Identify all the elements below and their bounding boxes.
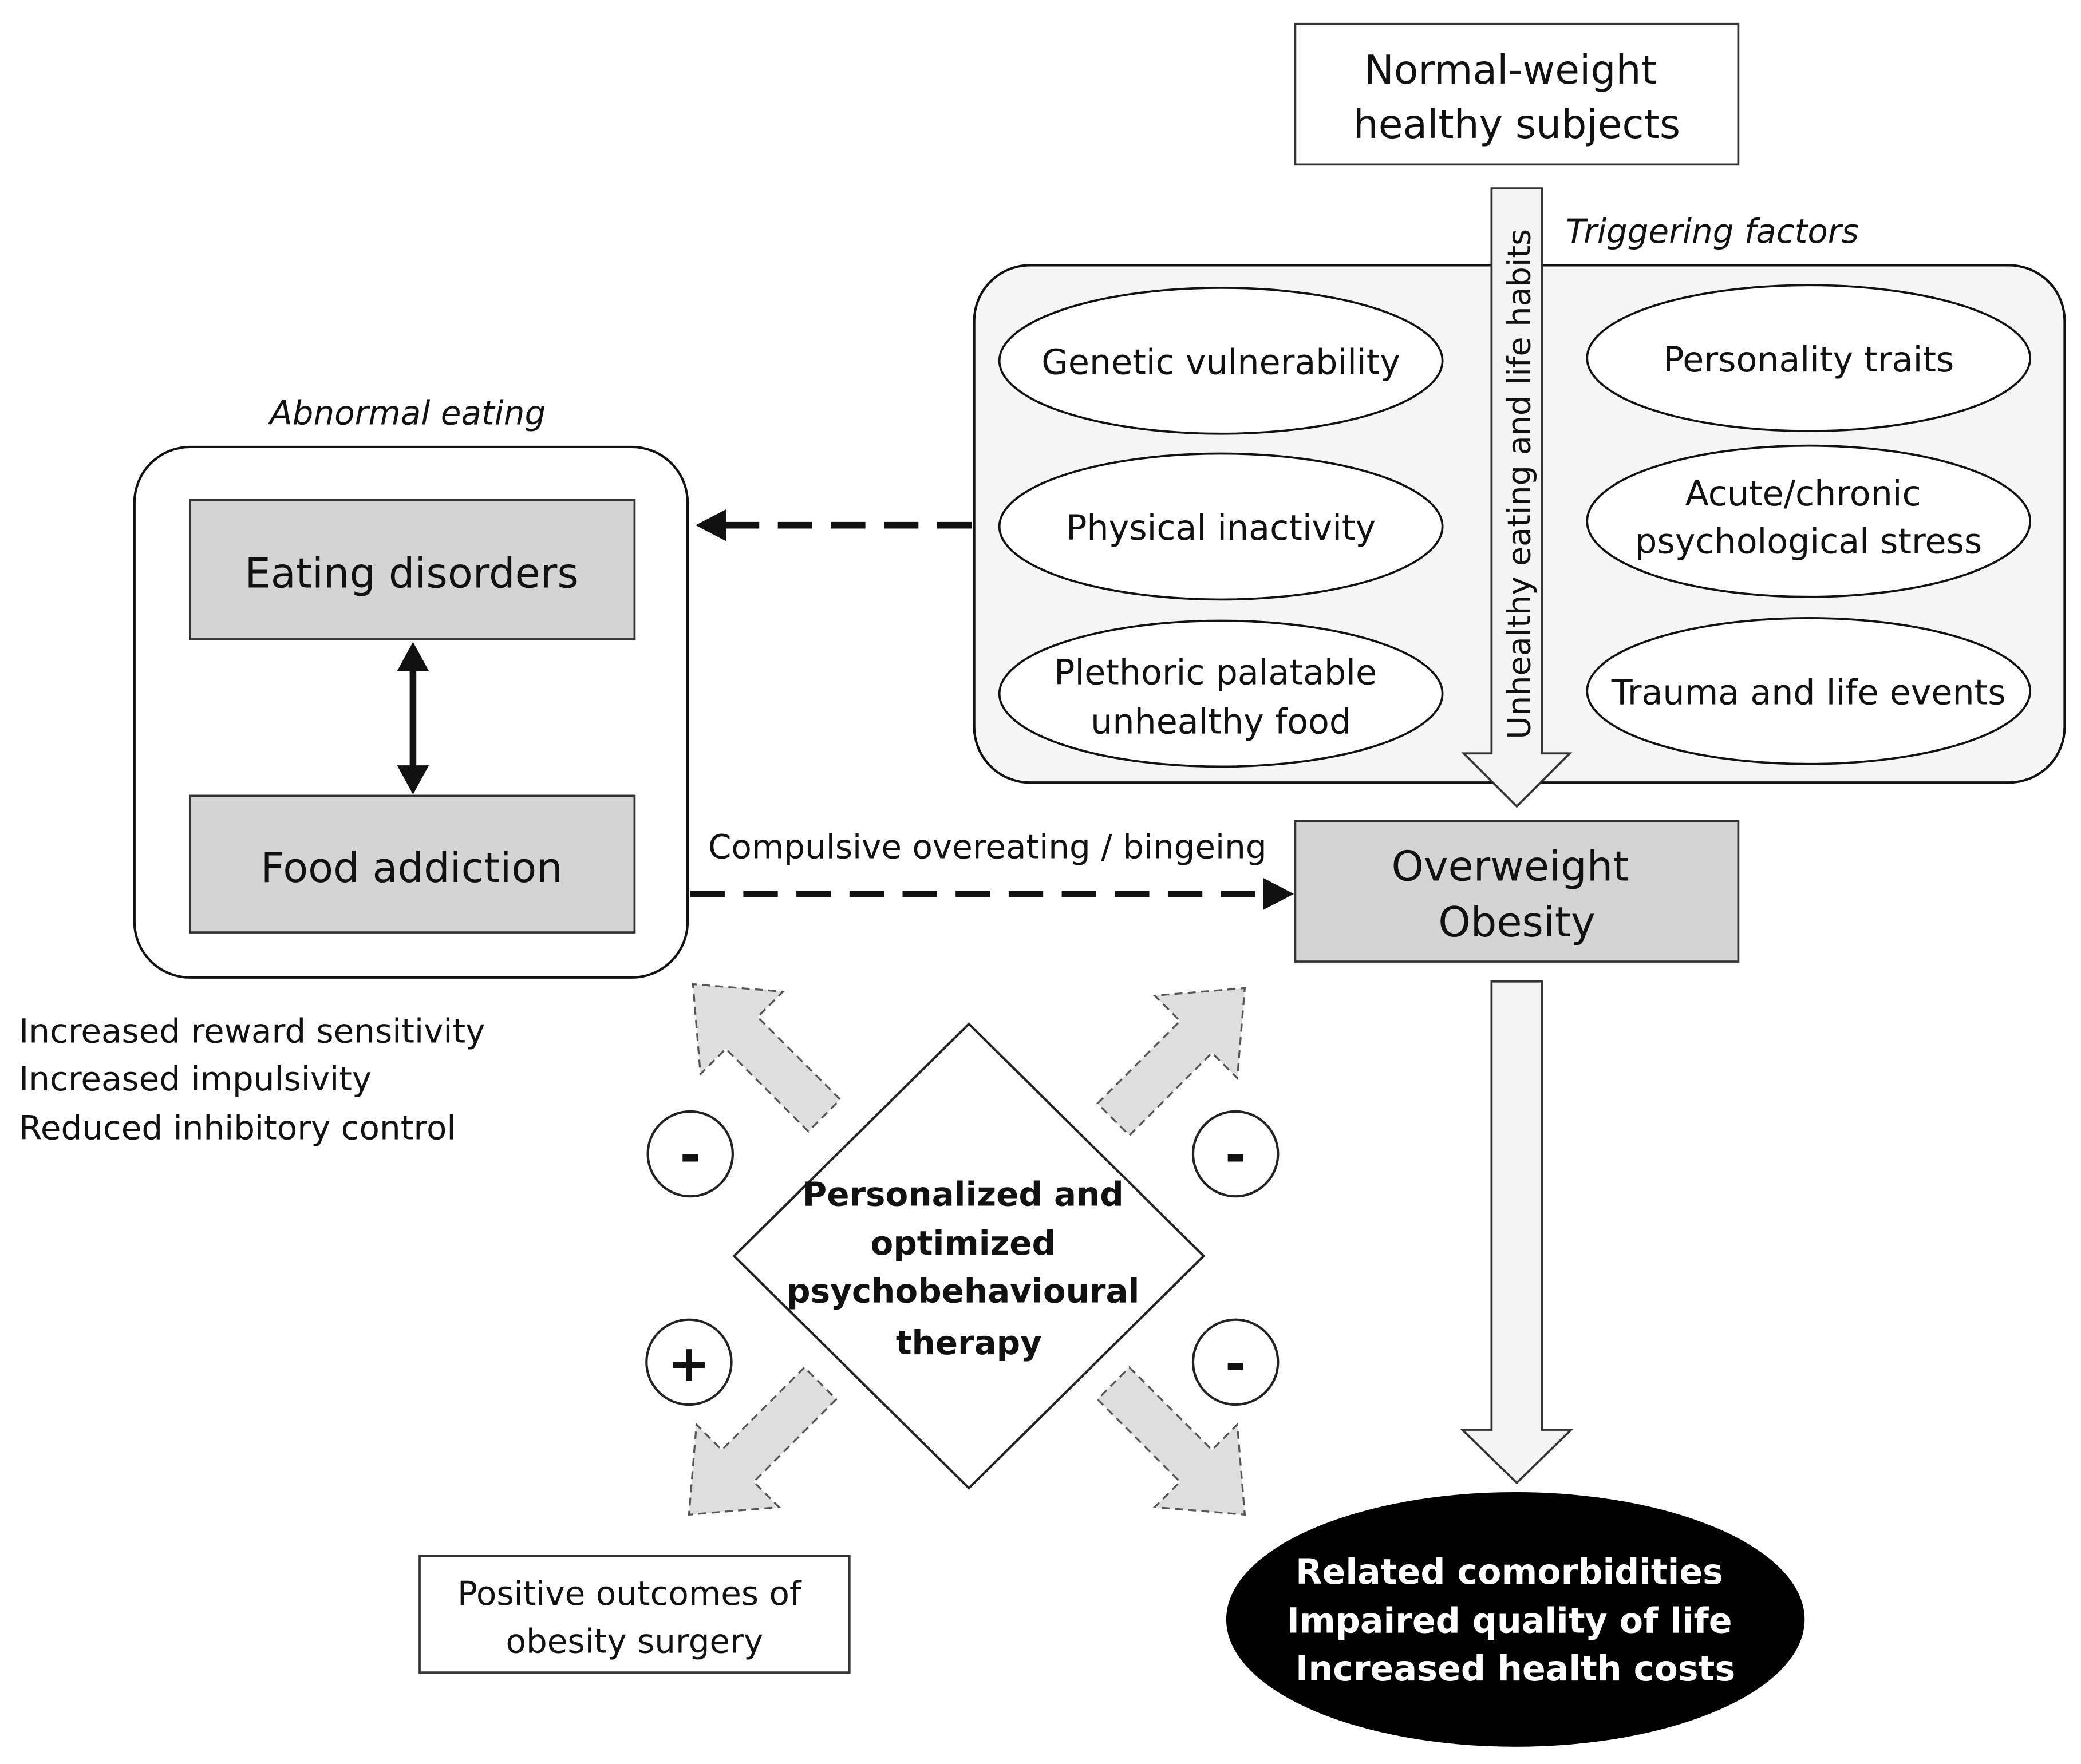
- svg-text:Related comorbidities Impa: Related comorbidities Impaired quality o…: [1287, 1552, 1744, 1689]
- bidirectional-arrow-head-down: [397, 765, 429, 795]
- personality-traits-label: Personality traits: [1663, 340, 1954, 380]
- therapy-diamond: [732, 1022, 1206, 1490]
- food-addiction-label: Food addiction: [260, 844, 562, 892]
- svg-text:Positive outcomes of obesi: Positive outcomes of obesity surgery: [457, 1574, 812, 1660]
- eating-disorders-box: [189, 499, 636, 640]
- sign-lower-left: +: [668, 1334, 710, 1393]
- personality-traits-node: [1586, 284, 2032, 432]
- therapy-arrow-lower-right: [1096, 1366, 1246, 1516]
- positive-outcomes-line-2: obesity surgery: [506, 1621, 764, 1660]
- plethoric-food-line-2: unhealthy food: [1091, 702, 1351, 742]
- svg-text:Normal-weight healthy subj: Normal-weight healthy subjects: [1353, 47, 1680, 148]
- physical-inactivity-label: Physical inactivity: [1066, 508, 1376, 548]
- therapy-arrow-lower-left: [688, 1366, 838, 1516]
- triggers-to-abnormal-eating-head: [696, 509, 726, 541]
- sign-circle-lower-right: [1191, 1318, 1280, 1406]
- therapy-line-4: therapy: [896, 1323, 1042, 1362]
- overweight-obesity-box: [1294, 820, 1740, 963]
- eating-disorders-label: Eating disorders: [244, 549, 578, 598]
- unhealthy-habits-arrow: [1461, 187, 1573, 808]
- abnormal-eating-title: Abnormal eating: [267, 394, 546, 433]
- genetic-vulnerability-label: Genetic vulnerability: [1041, 342, 1400, 382]
- trait-inhibitory-control: Reduced inhibitory control: [19, 1109, 456, 1148]
- genetic-vulnerability-node: [998, 286, 1444, 435]
- therapy-line-2: optimized: [871, 1224, 1056, 1263]
- food-addiction-box: [189, 794, 636, 934]
- sign-circle-upper-right: [1191, 1110, 1280, 1198]
- obesity-to-comorbidities-arrow: [1459, 980, 1574, 1485]
- trauma-life-events-label: Trauma and life events: [1611, 673, 2006, 713]
- unhealthy-habits-label: Unhealthy eating and life habits: [1501, 229, 1538, 739]
- sign-circle-lower-left: [645, 1318, 733, 1406]
- therapy-line-3: psychobehavioural: [787, 1272, 1139, 1311]
- compulsive-overeating-head: [1263, 878, 1294, 910]
- overweight-line: Overweight: [1392, 843, 1629, 891]
- sign-circle-upper-left: [646, 1110, 734, 1198]
- therapy-arrow-upper-left: [692, 983, 842, 1133]
- normal-weight-box: [1294, 22, 1740, 166]
- bidirectional-arrow-head-up: [397, 642, 429, 671]
- psychological-stress-line-1: Acute/chronic: [1685, 474, 1921, 514]
- plethoric-food-node: [998, 619, 1444, 768]
- psychological-stress-node: [1586, 444, 2032, 598]
- sign-upper-left: -: [680, 1125, 701, 1184]
- trauma-life-events-node: [1586, 617, 2032, 765]
- normal-weight-line-2: healthy subjects: [1353, 101, 1680, 148]
- svg-text:Plethoric palatable unheal: Plethoric palatable unhealthy food: [1054, 653, 1388, 742]
- obesity-line: Obesity: [1438, 898, 1595, 946]
- comorbidities-line-2: Impaired quality of life: [1287, 1601, 1732, 1642]
- therapy-arrow-upper-right: [1096, 987, 1246, 1137]
- positive-outcomes-line-1: Positive outcomes of: [457, 1574, 802, 1613]
- comorbidities-line-3: Increased health costs: [1296, 1649, 1735, 1689]
- trait-reward-sensitivity: Increased reward sensitivity: [19, 1011, 485, 1050]
- comorbidities-node: [1226, 1492, 1805, 1747]
- svg-text:Acute/chronic psychologica: Acute/chronic psychological stress: [1635, 474, 1982, 561]
- sign-lower-right: -: [1225, 1334, 1246, 1393]
- sign-upper-right: -: [1225, 1125, 1246, 1184]
- positive-outcomes-box: [418, 1555, 851, 1674]
- plethoric-food-line-1: Plethoric palatable: [1054, 653, 1377, 693]
- svg-text:Overweight Obesity: Overweight Obesity: [1392, 843, 1642, 946]
- compulsive-overeating-label: Compulsive overeating / bingeing: [708, 827, 1267, 866]
- triggering-factors-title: Triggering factors: [1566, 212, 1859, 251]
- svg-text:Increased reward sensitivity: Increased reward sensitivity Increased i…: [19, 1011, 496, 1147]
- psychological-stress-line-2: psychological stress: [1635, 521, 1982, 561]
- trait-impulsivity: Increased impulsivity: [19, 1059, 372, 1098]
- therapy-line-1: Personalized and: [803, 1174, 1124, 1213]
- svg-text:Personalized and optimized: Personalized and optimized psychobehavio…: [787, 1174, 1151, 1362]
- physical-inactivity-node: [998, 452, 1444, 601]
- normal-weight-line-1: Normal-weight: [1364, 47, 1657, 93]
- comorbidities-line-1: Related comorbidities: [1296, 1552, 1723, 1592]
